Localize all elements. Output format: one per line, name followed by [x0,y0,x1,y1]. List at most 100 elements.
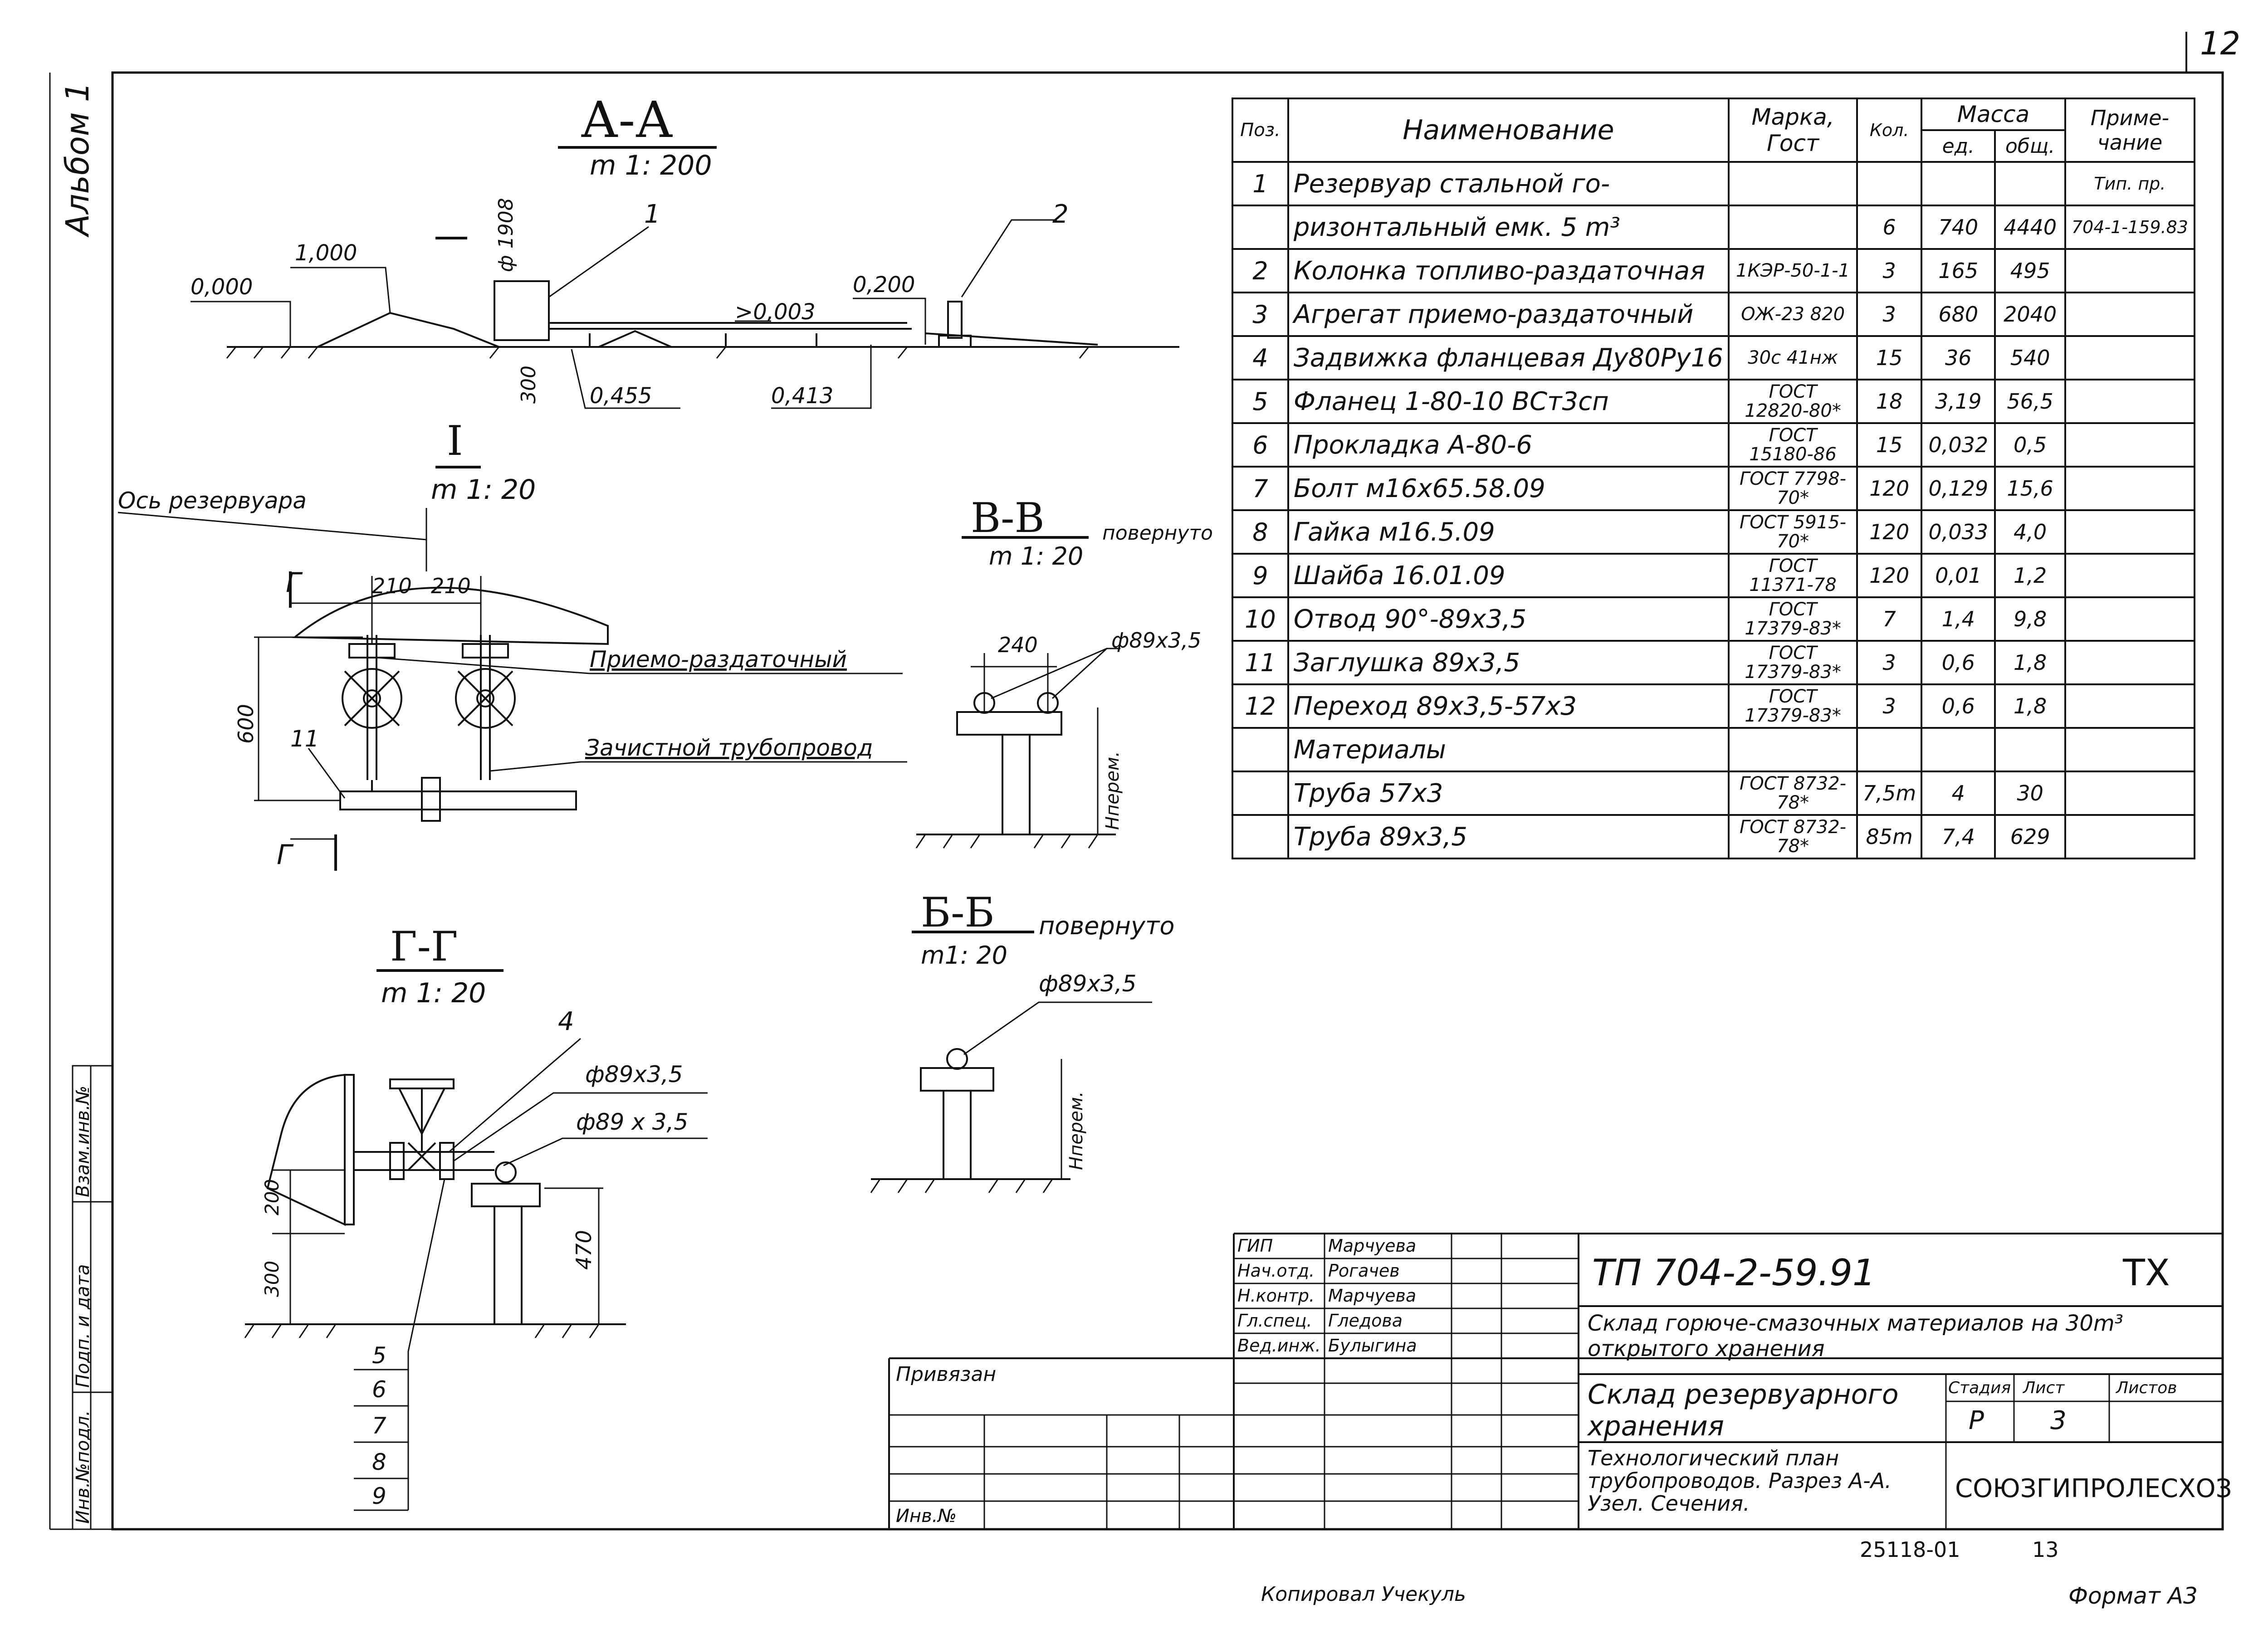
row-mark: ГОСТ 8732-78* [1727,771,1858,816]
row-note [2064,553,2196,598]
col-mass-total: общ. [1994,129,2066,163]
row-pos: 8 [1232,509,1289,555]
row-mass-unit: 7,4 [1921,814,1996,859]
row-mass-unit: 1,4 [1921,596,1996,642]
label-stripping-pipeline: Зачистной трубопровод [585,735,873,761]
row-name: Отвод 90°-89х3,5 [1287,596,1730,642]
row-name: Болт м16х65.58.09 [1287,466,1730,511]
dim-470: 470 [572,1230,596,1270]
row-mass-unit: 0,6 [1921,640,1996,685]
row-pos: 9 [1232,553,1289,598]
stage-value: Р [1969,1406,1984,1435]
signer-role: Н.контр. [1237,1286,1315,1306]
row-mass-total: 2040 [1994,292,2066,337]
tank-axis-label: Ось резервуара [118,488,307,514]
stamp-replace-inv: Взам.инв.№ [73,1085,93,1197]
pipe-89-gg-1: ф89х3,5 [585,1061,683,1088]
doc-mark: ТХ [2123,1252,2170,1294]
node-i-scale: m 1: 20 [431,474,536,506]
mark-0000: 0,000 [191,274,253,300]
node-i-drawing [117,466,907,871]
col-qty: Кол. [1856,98,1923,163]
row-mass-total: 0,5 [1994,422,2066,468]
dim-210-right: 210 [431,574,471,598]
row-pos [1232,771,1289,816]
row-pos: 12 [1232,683,1289,729]
slope-0003: >0,003 [735,299,816,325]
row-pos: 11 [1232,640,1289,685]
row-note [2064,248,2196,293]
signer-role: Нач.отд. [1237,1261,1315,1281]
cut-mark-top: Г [286,567,301,599]
row-qty: 15 [1856,335,1923,380]
row-mark: ГОСТ 17379-83* [1727,640,1858,685]
row-name: Прокладка А-80-6 [1287,422,1730,468]
row-pos: 7 [1232,466,1289,511]
callout-8: 8 [372,1449,386,1475]
specification-table: Поз. Наименование Марка, Гост Кол. Масса… [1232,98,2196,859]
row-name: Материалы [1287,727,1730,772]
section-b6-scale: m1: 20 [921,941,1008,970]
col-note: Приме- чание [2064,98,2196,163]
row-qty: 120 [1856,466,1923,511]
section-bb-rotated: повернуто [1102,522,1213,545]
row-pos: 3 [1232,292,1289,337]
row-note [2064,422,2196,468]
mark-0413: 0,413 [771,383,834,409]
callout-5: 5 [372,1342,386,1369]
dim-240: 240 [998,633,1038,657]
row-pos [1232,727,1289,772]
row-note [2064,640,2196,685]
row-mark [1727,161,1858,206]
row-note: Тип. пр. [2064,161,2196,206]
row-mark: ГОСТ 7798-70* [1727,466,1858,511]
mark-1000: 1,000 [295,240,357,266]
row-name: Фланец 1-80-10 ВСт3сп [1287,379,1730,424]
row-mark: ГОСТ 8732-78* [1727,814,1858,859]
pipe-89-b6: ф89х3,5 [1039,971,1137,997]
signer-name: Гледова [1328,1311,1403,1331]
row-name: Труба 89х3,5 [1287,814,1730,859]
row-pos: 6 [1232,422,1289,468]
section-aa-scale: m 1: 200 [590,150,712,181]
mark-0455: 0,455 [590,383,652,409]
row-qty: 18 [1856,379,1923,424]
row-name: Шайба 16.01.09 [1287,553,1730,598]
row-mass-unit: 165 [1921,248,1996,293]
row-name: Заглушка 89х3,5 [1287,640,1730,685]
row-mass-unit: 36 [1921,335,1996,380]
signer-name: Рогачев [1328,1261,1400,1281]
section-aa-drawing [191,146,1179,409]
callout-7: 7 [372,1413,386,1439]
row-pos: 10 [1232,596,1289,642]
row-qty: 3 [1856,292,1923,337]
row-qty: 15 [1856,422,1923,468]
bound-label: Привязан [896,1363,997,1386]
row-name: Колонка топливо-раздаточная [1287,248,1730,293]
section-b6-rotated: повернуто [1039,912,1175,940]
dim-600: 600 [234,704,258,744]
row-mark: ГОСТ 5915-70* [1727,509,1858,555]
row-mark [1727,205,1858,250]
section-bb-title: В-В [971,494,1045,542]
node-i-title: I [447,417,463,465]
row-mass-unit: 0,01 [1921,553,1996,598]
row-mass-unit: 3,19 [1921,379,1996,424]
row-mark: ОЖ-23 820 [1727,292,1858,337]
signer-role: Гл.спец. [1237,1311,1312,1331]
row-pos [1232,205,1289,250]
row-name: Труба 57х3 [1287,771,1730,816]
row-pos [1232,814,1289,859]
row-mass-unit: 0,032 [1921,422,1996,468]
row-name: Задвижка фланцевая Ду80Ру16 [1287,335,1730,380]
cut-mark-bottom: Г [277,839,292,871]
row-qty: 7,5m [1856,771,1923,816]
